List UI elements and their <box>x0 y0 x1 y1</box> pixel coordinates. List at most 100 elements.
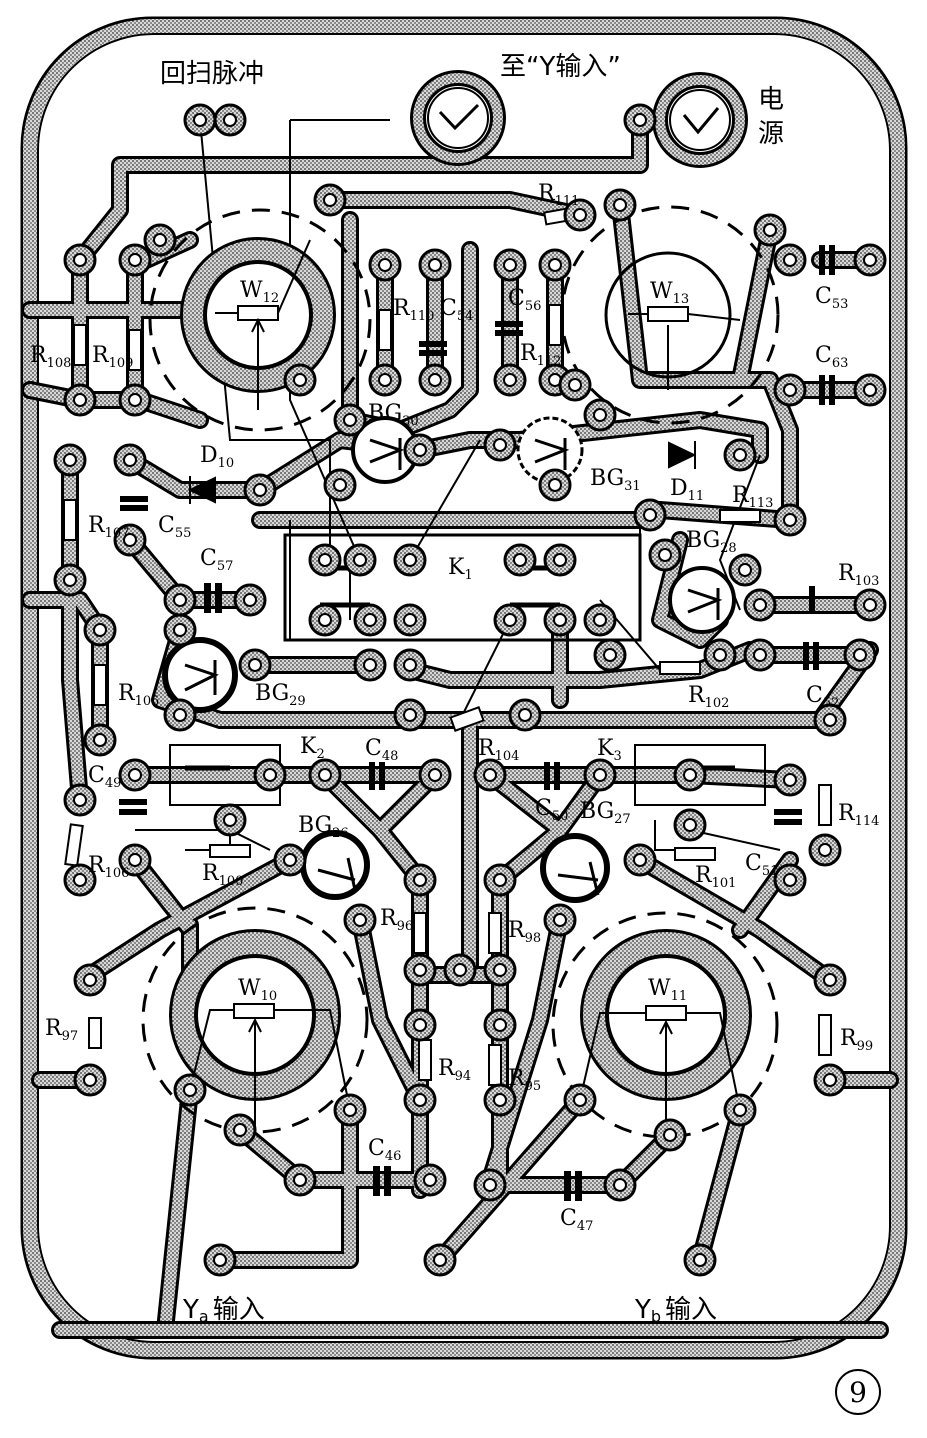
pad-hole <box>783 873 797 887</box>
pad-hole <box>73 253 87 267</box>
pad-hole <box>403 658 417 672</box>
pad-hole <box>613 1178 627 1192</box>
pad-hole <box>593 768 607 782</box>
label-r103: R103 <box>838 561 879 589</box>
pad-hole <box>863 598 877 612</box>
pad-hole <box>128 853 142 867</box>
label-c51: C51 <box>745 851 778 879</box>
pad-hole <box>763 223 777 237</box>
label-k2: K2 <box>300 734 325 762</box>
pad-hole <box>658 548 672 562</box>
label-c54: C54 <box>440 296 473 324</box>
label-r107: R107 <box>88 513 129 541</box>
pad-hole <box>243 593 257 607</box>
label-bg26: BG26 <box>298 813 349 841</box>
label-r104: R104 <box>478 736 519 764</box>
pad-hole <box>823 973 837 987</box>
pad-hole <box>518 708 532 722</box>
jack-power <box>652 72 748 168</box>
label-bg30: BG30 <box>368 401 419 429</box>
label-c52: C52 <box>806 683 839 711</box>
label-c47: C47 <box>560 1206 593 1234</box>
pad-hole <box>413 963 427 977</box>
pad-hole <box>503 373 517 387</box>
pad-hole <box>128 768 142 782</box>
pad-hole <box>713 648 727 662</box>
label-w11: W11 <box>648 976 687 1004</box>
label-d10: D10 <box>200 443 234 471</box>
label-flyback-pulse: 回扫脉冲 <box>160 59 264 89</box>
label-c53: C53 <box>815 284 848 312</box>
copper-traces <box>21 111 899 1339</box>
pad-hole <box>253 483 267 497</box>
pad-hole <box>183 1083 197 1097</box>
component-labels: 回扫脉冲 至“Y输入” 电 源 W12 W13 W10 W11 R111 R11… <box>30 52 881 1415</box>
pad-hole <box>783 383 797 397</box>
pad-hole <box>643 508 657 522</box>
pad-hole <box>213 1253 227 1267</box>
pad-hole <box>853 648 867 662</box>
pad-hole <box>493 1093 507 1107</box>
label-r99: R99 <box>840 1026 873 1054</box>
label-k3: K3 <box>597 736 622 764</box>
pad-hole <box>323 193 337 207</box>
pad-hole <box>683 818 697 832</box>
pad-hole <box>63 453 77 467</box>
pad-hole <box>593 408 607 422</box>
label-k1: K1 <box>448 555 473 583</box>
label-c49: C49 <box>88 763 121 791</box>
pad-hole <box>548 258 562 272</box>
pad-hole <box>128 253 142 267</box>
pad-hole <box>683 768 697 782</box>
pad-hole <box>568 378 582 392</box>
label-r106: R106 <box>88 853 129 881</box>
pad-hole <box>738 563 752 577</box>
pad-hole <box>863 383 877 397</box>
pad-hole <box>153 233 167 247</box>
jacks <box>410 70 748 168</box>
pad-hole <box>513 553 527 567</box>
board-outline <box>20 16 908 1360</box>
capacitors <box>119 245 835 1201</box>
pad-hole <box>593 613 607 627</box>
pad-hole <box>403 708 417 722</box>
resistors <box>63 204 832 1086</box>
pad-hole <box>613 198 627 212</box>
label-d11: D11 <box>670 476 704 504</box>
pad-hole <box>173 623 187 637</box>
pad-hole <box>193 113 207 127</box>
pad-hole <box>363 613 377 627</box>
label-c57: C57 <box>200 546 233 574</box>
pad-hole <box>378 258 392 272</box>
pad-hole <box>553 553 567 567</box>
pad-hole <box>173 708 187 722</box>
label-r98: R98 <box>508 918 541 946</box>
pad-hole <box>123 453 137 467</box>
pad-hole <box>493 438 507 452</box>
pad-hole <box>573 208 587 222</box>
pad-hole <box>733 448 747 462</box>
pad-hole <box>423 1173 437 1187</box>
pad-hole <box>633 113 647 127</box>
pad-hole <box>173 593 187 607</box>
label-c55: C55 <box>158 513 191 541</box>
pad-hole <box>428 258 442 272</box>
pad-hole <box>343 413 357 427</box>
label-bg28: BG28 <box>686 528 737 556</box>
label-power-2: 源 <box>758 119 784 149</box>
pad-hole <box>293 1173 307 1187</box>
label-r113: R113 <box>732 483 773 511</box>
pad-hole <box>73 793 87 807</box>
pad-hole <box>818 843 832 857</box>
label-r109: R109 <box>92 343 133 371</box>
pad-hole <box>693 1253 707 1267</box>
pad-hole <box>428 373 442 387</box>
label-bg29: BG29 <box>255 681 306 709</box>
pad-hole <box>128 393 142 407</box>
transistors <box>162 416 736 903</box>
pad-hole <box>413 1018 427 1032</box>
pad-hole <box>753 648 767 662</box>
pad-hole <box>663 1128 677 1142</box>
pad-hole <box>553 613 567 627</box>
